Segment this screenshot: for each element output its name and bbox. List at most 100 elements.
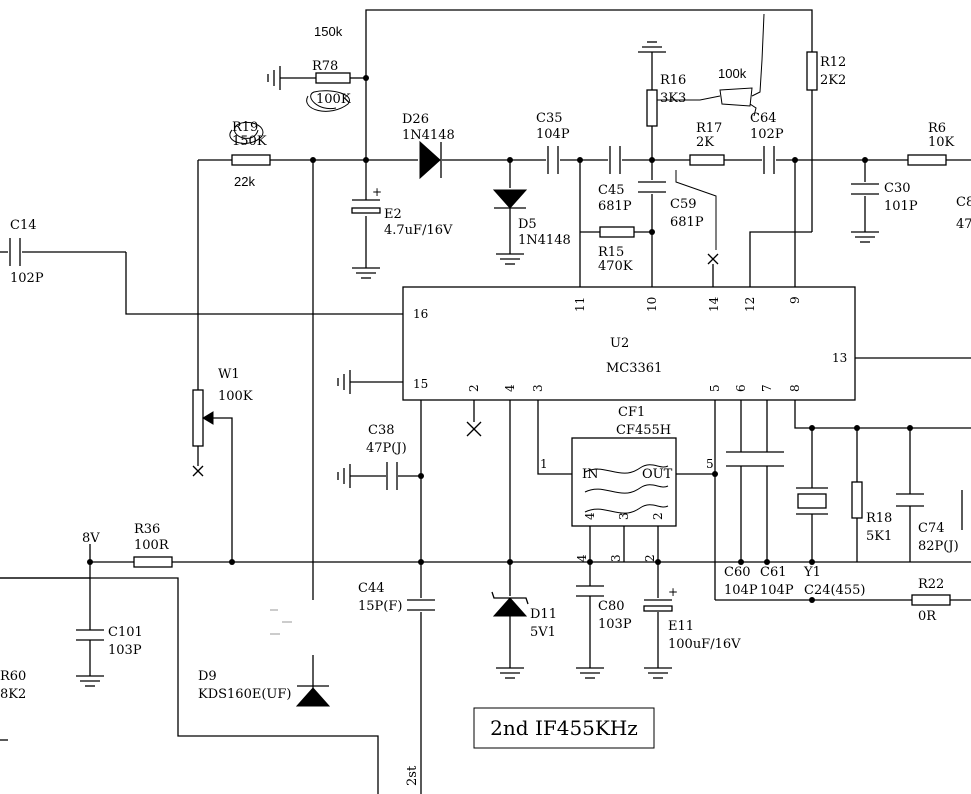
r18-ref: R18 — [866, 511, 892, 526]
c35-value: 104P — [536, 127, 570, 142]
c80-capacitor — [576, 585, 604, 597]
r15-resistor — [599, 226, 635, 238]
c35-capacitor — [547, 146, 559, 174]
ground-symbols — [76, 41, 879, 687]
d11-value: 5V1 — [530, 625, 556, 640]
d5-value: 1N4148 — [518, 233, 571, 248]
c38-ref: C38 — [368, 423, 395, 438]
cf1-bottom-pin-2: 2 — [643, 554, 657, 562]
d5-ref: D5 — [518, 217, 537, 232]
y1-crystal — [796, 487, 828, 515]
e11-capacitor — [643, 599, 673, 612]
cf1-pin-4: 4 — [583, 512, 597, 520]
c74-capacitor — [896, 493, 924, 507]
d5-diode — [492, 189, 528, 209]
c14-ref: C14 — [10, 218, 37, 233]
pin-14: 14 — [707, 296, 721, 312]
r15-value: 470K — [598, 259, 633, 274]
e11-ref: E11 — [668, 619, 694, 634]
title-box — [473, 707, 655, 749]
rail-8v-label: 8V — [82, 531, 100, 546]
c59-value: 681P — [670, 215, 704, 230]
r36-value: 100R — [134, 538, 170, 553]
r16-resistor — [646, 89, 658, 127]
c59-capacitor — [638, 181, 666, 193]
y1-value: C24(455) — [804, 583, 865, 598]
c45-value: 681P — [598, 199, 632, 214]
c59-ref: C59 — [670, 197, 697, 212]
c45-ref: C45 — [598, 183, 625, 198]
r19-value-scribble: 150K — [232, 134, 267, 149]
c64-value: 102P — [750, 127, 784, 142]
pin-11: 11 — [573, 297, 587, 312]
r6-resistor — [907, 154, 947, 166]
c35-ref: C35 — [536, 111, 563, 126]
w1-ref: W1 — [218, 367, 240, 382]
r12-ref: R12 — [820, 55, 846, 70]
r17-value: 2K — [696, 135, 714, 150]
c44-capacitor — [407, 599, 435, 611]
c8-value-cut: 47 — [956, 217, 971, 232]
pin-10: 10 — [645, 297, 659, 312]
e11-value: 100uF/16V — [668, 637, 741, 652]
c8-ref-cut: C8 — [956, 195, 971, 210]
c38-value: 47P(J) — [366, 441, 407, 456]
d9-diode — [295, 685, 331, 707]
r19-resistor — [231, 154, 271, 166]
r36-resistor — [133, 556, 173, 568]
y1-ref: Y1 — [803, 565, 821, 580]
c60-value: 104P — [724, 583, 758, 598]
r22-ref: R22 — [918, 577, 944, 592]
c80-ref: C80 — [598, 599, 625, 614]
r19-value: 22k — [234, 174, 255, 189]
r60-ref-cut: R60 — [0, 669, 26, 684]
c14-value: 102P — [10, 271, 44, 286]
r22-value: 0R — [918, 609, 937, 624]
r78-value-top: 150k — [314, 24, 343, 39]
hand-100k-value: 100k — [718, 66, 747, 81]
pin-2: 2 — [467, 384, 481, 392]
net-2st-label: 2st — [405, 765, 420, 786]
c45-capacitor — [609, 146, 621, 174]
d26-diode — [419, 140, 442, 180]
r15-ref: R15 — [598, 245, 624, 260]
r16-value: 3K3 — [660, 91, 686, 106]
pin-3: 3 — [531, 384, 545, 392]
r19-ref: R19 — [232, 120, 258, 135]
c74-value: 82P(J) — [918, 539, 959, 554]
c74-ref: C74 — [918, 521, 945, 536]
faded-artifacts — [270, 609, 292, 635]
pin-13: 13 — [832, 351, 847, 365]
component-labels: 150k R78 100K R19 150K 22k D26 1N4148 + … — [0, 24, 971, 786]
r18-resistor — [851, 481, 863, 519]
pin-15: 15 — [413, 377, 428, 391]
e2-capacitor — [351, 199, 381, 214]
wires — [0, 9, 971, 794]
r78-value-scribble: 100K — [316, 92, 351, 107]
cf1-part: CF455H — [616, 423, 671, 438]
r60-value-cut: 8K2 — [0, 687, 26, 702]
r17-ref: R17 — [696, 121, 722, 136]
c44-value: 15P(F) — [358, 599, 402, 614]
e2-value: 4.7uF/16V — [384, 223, 453, 238]
r12-value: 2K2 — [820, 73, 846, 88]
r18-value: 5K1 — [866, 529, 892, 544]
c64-ref: C64 — [750, 111, 777, 126]
c61-ref: C61 — [760, 565, 787, 580]
pin-9: 9 — [788, 296, 802, 304]
cf1-pin-2: 2 — [651, 512, 665, 520]
c61-value: 104P — [760, 583, 794, 598]
c60-c61-capacitor — [726, 451, 784, 467]
cf1-pin-5: 5 — [706, 457, 714, 471]
c30-ref: C30 — [884, 181, 911, 196]
cf1-in-label: IN — [582, 467, 599, 482]
r6-value: 10K — [928, 135, 955, 150]
pin-12: 12 — [743, 297, 757, 312]
e2-ref: E2 — [384, 207, 402, 222]
pin-5: 5 — [708, 384, 722, 392]
u2-ref: U2 — [610, 336, 629, 351]
r17-resistor — [689, 154, 725, 166]
c101-capacitor — [76, 629, 104, 641]
c101-ref: C101 — [108, 625, 143, 640]
